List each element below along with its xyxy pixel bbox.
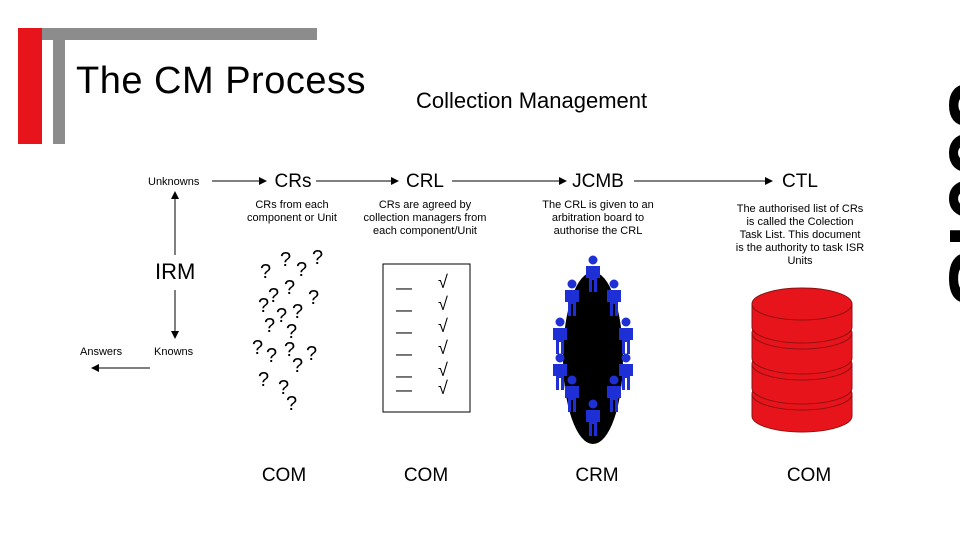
stage-foot-crl: COM	[403, 465, 449, 486]
page-title: The CM Process	[76, 60, 366, 102]
stage-head-crs: CRs	[274, 171, 312, 192]
desc-text-line: component or Unit	[247, 212, 337, 224]
person-icon	[565, 375, 579, 412]
person-icon	[586, 399, 600, 436]
person-icon	[553, 353, 567, 390]
person-icon	[553, 317, 567, 354]
ctl-database-icon	[751, 287, 853, 433]
question-mark: ?	[292, 355, 304, 377]
desc-text-line: is the authority to task ISR	[735, 242, 865, 254]
label-irm: IRM	[155, 259, 196, 284]
list-check: √	[438, 316, 448, 336]
question-mark: ?	[312, 247, 324, 269]
list-dash: —	[396, 368, 412, 385]
question-mark: ?	[306, 343, 318, 365]
question-mark: ?	[286, 321, 298, 343]
logo-text: 360:S	[932, 82, 960, 306]
question-mark: ?	[296, 259, 308, 281]
label-answers: Answers	[80, 346, 123, 358]
title-bracket-red	[18, 28, 42, 144]
question-mark: ?	[268, 285, 280, 307]
desc-text-line: CRs from each	[255, 199, 329, 211]
question-mark: ?	[284, 339, 296, 361]
list-check: √	[438, 338, 448, 358]
list-check: √	[438, 294, 448, 314]
list-dash: —	[396, 346, 412, 363]
label-knowns: Knowns	[154, 346, 194, 358]
logo-svg: 360:S	[932, 82, 960, 306]
question-mark: ?	[252, 337, 264, 359]
stage-foot-ctl: COM	[786, 465, 832, 486]
question-mark: ?	[292, 301, 304, 323]
label-unknowns: Unknowns	[148, 176, 200, 188]
desc-text-line: collection managers from	[363, 212, 487, 224]
desc-text-line: CRs are agreed by	[378, 199, 472, 211]
desc-text-line: authorise the CRL	[553, 225, 643, 237]
person-icon	[607, 279, 621, 316]
list-dash: —	[396, 280, 412, 297]
list-check: √	[438, 272, 448, 292]
question-mark: ?	[266, 345, 278, 367]
list-check: √	[438, 360, 448, 380]
stage-head-jcmb: JCMB	[572, 171, 624, 192]
list-dash: —	[396, 382, 412, 399]
question-mark-cluster: ? ? ? ? ? ? ? ? ? ? ? ? ? ? ? ? ? ? ? ?	[250, 244, 340, 434]
stage-foot-crs: COM	[261, 465, 307, 486]
crl-list-items: — √ — √ — √ — √ — √ — √	[392, 272, 468, 402]
question-mark: ?	[258, 369, 270, 391]
title-bracket-gray-vertical	[53, 28, 65, 144]
desc-text-line: The CRL is given to an	[542, 199, 654, 211]
person-icon	[619, 317, 633, 354]
question-mark: ?	[286, 393, 298, 415]
person-icon	[607, 375, 621, 412]
stage-head-crl: CRL	[405, 171, 444, 192]
desc-text-line: each component/Unit	[373, 225, 477, 237]
stage-foot-jcmb: CRM	[575, 465, 619, 486]
desc-text-line: Units	[787, 255, 813, 267]
crl-list-box	[382, 263, 471, 413]
person-icon	[586, 255, 600, 292]
jcmb-ellipse	[563, 272, 623, 444]
question-mark: ?	[308, 287, 320, 309]
list-check: √	[438, 378, 448, 398]
diagram-subtitle: Collection Management	[416, 88, 648, 113]
list-dash: —	[396, 302, 412, 319]
question-mark: ?	[258, 295, 270, 317]
question-mark: ?	[280, 249, 292, 271]
question-mark: ?	[264, 315, 276, 337]
desc-text-line: arbitration board to	[551, 212, 645, 224]
question-mark: ?	[278, 377, 290, 399]
person-icon	[619, 353, 633, 390]
brand-logo: 360:S	[888, 70, 960, 470]
question-mark: ?	[276, 305, 288, 327]
title-bracket-gray	[40, 28, 317, 40]
stage-head-ctl: CTL	[782, 171, 818, 192]
desc-text-line: is called the Colection	[746, 216, 854, 228]
question-mark: ?	[260, 261, 272, 283]
desc-text-line: The authorised list of CRs	[736, 203, 864, 215]
person-icon	[565, 279, 579, 316]
question-mark: ?	[284, 277, 296, 299]
list-dash: —	[396, 324, 412, 341]
desc-text-line: Task List. This document	[739, 229, 861, 241]
